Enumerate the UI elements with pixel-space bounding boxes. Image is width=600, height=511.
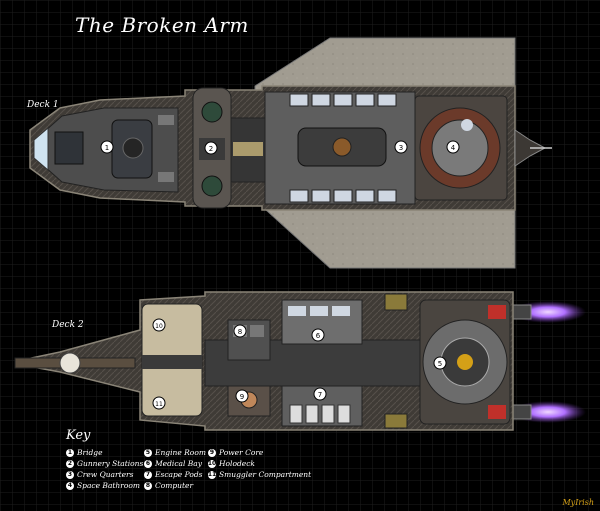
- room-marker-2: 2: [204, 141, 218, 155]
- room-marker-label: 10: [155, 323, 163, 330]
- key-number-badge: 1: [66, 448, 74, 457]
- room-marker-label: 11: [155, 401, 163, 408]
- key-label: Power Core: [219, 448, 264, 457]
- key-title: Key: [66, 428, 91, 443]
- deck-2-room-markers: 10 8 6 5 11 9 7: [152, 318, 447, 410]
- room-marker-10: 10: [152, 318, 166, 332]
- key-label: Holodeck: [219, 459, 255, 468]
- bridge-window: [33, 126, 49, 172]
- key-number-badge: 10: [207, 459, 217, 468]
- key-label: Medical Bay: [155, 459, 202, 468]
- key-label: Smuggler Compartment: [219, 470, 312, 479]
- room-marker-label: 5: [438, 360, 442, 368]
- room-marker-label: 2: [209, 145, 213, 153]
- key-label: Crew Quarters: [77, 470, 134, 479]
- room-marker-label: 7: [318, 391, 322, 399]
- key-number-badge: 9: [208, 448, 216, 457]
- room-marker-3: 3: [394, 140, 408, 154]
- room-marker-label: 9: [240, 393, 244, 401]
- key-label: Computer: [155, 481, 194, 490]
- key-number-badge: 7: [144, 470, 152, 479]
- key-number-badge: 6: [144, 459, 152, 468]
- room-marker-5: 5: [433, 356, 447, 370]
- room-marker-label: 8: [238, 328, 242, 336]
- key-label: Bridge: [77, 448, 103, 457]
- key-label: Escape Pods: [155, 470, 203, 479]
- room-marker-8: 8: [233, 324, 247, 338]
- key-number-badge: 5: [144, 448, 152, 457]
- deck-1-label: Deck 1: [27, 100, 59, 110]
- crew-bunks-top: [289, 93, 397, 107]
- room-marker-label: 1: [105, 144, 109, 152]
- map-title: The Broken Arm: [75, 13, 249, 37]
- room-marker-7: 7: [313, 387, 327, 401]
- room-marker-label: 6: [316, 332, 321, 340]
- room-marker-label: 4: [451, 144, 456, 152]
- room-marker-9: 9: [235, 389, 249, 403]
- deck-2-plan: [14, 291, 586, 431]
- key-number-badge: 2: [66, 459, 74, 468]
- key-number-badge: 3: [66, 470, 74, 479]
- deck-1-room-markers: 1 2 3 4: [100, 140, 460, 155]
- key-number-badge: 8: [144, 481, 152, 490]
- power-core-room: [227, 385, 271, 417]
- key-label: Gunnery Stations: [77, 459, 144, 468]
- room-marker-label: 3: [399, 144, 403, 152]
- room-marker-11: 11: [152, 396, 166, 410]
- room-marker-4: 4: [446, 140, 460, 154]
- key-label: Engine Room: [155, 448, 206, 457]
- room-marker-1: 1: [100, 140, 114, 154]
- artist-credit: MyIrish: [562, 498, 594, 507]
- crew-bunks-bottom: [289, 189, 397, 203]
- deck-2-label: Deck 2: [52, 320, 84, 330]
- key-number-badge: 11: [207, 470, 217, 479]
- room-marker-6: 6: [311, 328, 325, 342]
- key-number-badge: 4: [66, 481, 74, 490]
- key-label: Space Bathroom: [77, 481, 140, 490]
